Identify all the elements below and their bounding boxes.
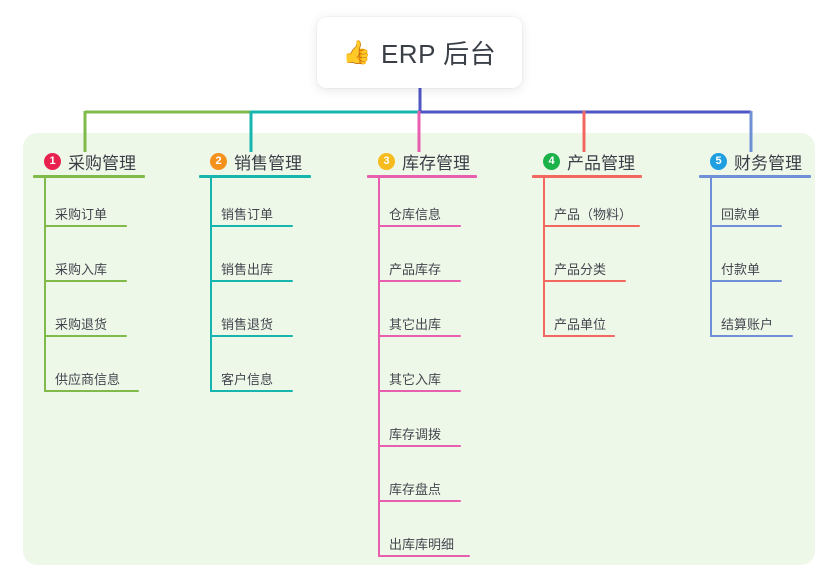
branch-column-1: 1 采购管理采购订单采购入库采购退货供应商信息 bbox=[33, 144, 145, 392]
leaf-underline bbox=[710, 335, 793, 337]
leaf-label: 产品（物料） bbox=[554, 207, 633, 222]
branch-badge-2: 2 bbox=[210, 152, 227, 170]
leaf-label: 客户信息 bbox=[221, 372, 274, 387]
branch-spine-4 bbox=[543, 178, 545, 337]
branch-spine-1 bbox=[44, 178, 46, 392]
leaf-underline bbox=[210, 280, 293, 282]
leaf-label: 库存盘点 bbox=[389, 482, 442, 497]
branch-header-3[interactable]: 3 库存管理 bbox=[367, 144, 477, 178]
branch-badge-5: 5 bbox=[710, 152, 727, 170]
root-node-label: 👍 ERP 后台 bbox=[343, 34, 496, 71]
leaf-label: 供应商信息 bbox=[55, 372, 121, 387]
leaf-label: 付款单 bbox=[721, 262, 761, 277]
leaf-label: 其它入库 bbox=[389, 372, 442, 387]
leaf-underline bbox=[543, 280, 626, 282]
branch-title-4: 产品管理 bbox=[567, 153, 635, 173]
branch-title-1: 采购管理 bbox=[68, 153, 136, 173]
leaf-underline bbox=[378, 390, 461, 392]
leaf-underline bbox=[378, 335, 461, 337]
branch-spine-2 bbox=[210, 178, 212, 392]
branch-column-4: 4 产品管理产品（物料） 产品分类产品单位 bbox=[532, 144, 642, 337]
leaf-underline bbox=[710, 280, 782, 282]
leaf-label: 产品单位 bbox=[554, 317, 607, 332]
branch-title-5: 财务管理 bbox=[734, 153, 802, 173]
leaf-underline bbox=[210, 225, 293, 227]
leaf-underline bbox=[44, 280, 127, 282]
branch-column-2: 2 销售管理销售订单销售出库销售退货客户信息 bbox=[199, 144, 311, 392]
branch-header-1[interactable]: 1 采购管理 bbox=[33, 144, 145, 178]
leaf-underline bbox=[378, 555, 470, 557]
leaf-underline bbox=[378, 445, 461, 447]
leaf-label: 结算账户 bbox=[721, 317, 774, 332]
leaf-underline bbox=[210, 390, 293, 392]
leaf-label: 库存调拨 bbox=[389, 427, 442, 442]
leaf-underline bbox=[378, 280, 461, 282]
branch-underline-4 bbox=[532, 175, 642, 178]
leaf-underline bbox=[543, 335, 615, 337]
leaf-underline bbox=[44, 335, 127, 337]
leaf-label: 其它出库 bbox=[389, 317, 442, 332]
root-title: ERP 后台 bbox=[380, 39, 497, 69]
leaf-underline bbox=[378, 225, 461, 227]
branch-column-5: 5 财务管理回款单付款单结算账户 bbox=[699, 144, 811, 337]
leaf-label: 采购退货 bbox=[55, 317, 108, 332]
leaf-label: 出库库明细 bbox=[389, 537, 455, 552]
diagram-panel bbox=[23, 133, 815, 565]
leaf-underline bbox=[543, 225, 640, 227]
branch-spine-5 bbox=[710, 178, 712, 337]
leaf-underline bbox=[44, 390, 139, 392]
root-node[interactable]: 👍 ERP 后台 bbox=[317, 17, 522, 88]
thumbs-up-icon: 👍 bbox=[342, 39, 372, 65]
leaf-label: 回款单 bbox=[721, 207, 761, 222]
leaf-underline bbox=[210, 335, 293, 337]
branch-underline-2 bbox=[199, 175, 311, 178]
branch-badge-1: 1 bbox=[44, 152, 61, 170]
branch-header-4[interactable]: 4 产品管理 bbox=[532, 144, 642, 178]
leaf-label: 销售退货 bbox=[221, 317, 274, 332]
branch-underline-1 bbox=[33, 175, 145, 178]
branch-header-2[interactable]: 2 销售管理 bbox=[199, 144, 311, 178]
branch-badge-4: 4 bbox=[543, 152, 560, 170]
leaf-underline bbox=[44, 225, 127, 227]
branch-underline-3 bbox=[367, 175, 477, 178]
leaf-label: 仓库信息 bbox=[389, 207, 442, 222]
leaf-label: 产品分类 bbox=[554, 262, 607, 277]
branch-title-3: 库存管理 bbox=[402, 153, 470, 173]
leaf-label: 销售出库 bbox=[221, 262, 274, 277]
leaf-label: 采购订单 bbox=[55, 207, 108, 222]
branch-spine-3 bbox=[378, 178, 380, 557]
leaf-label: 采购入库 bbox=[55, 262, 108, 277]
branch-column-3: 3 库存管理仓库信息产品库存其它出库其它入库库存调拨库存盘点出库库明细 bbox=[367, 144, 477, 557]
branch-title-2: 销售管理 bbox=[234, 153, 302, 173]
branch-badge-3: 3 bbox=[378, 152, 395, 170]
branch-underline-5 bbox=[699, 175, 811, 178]
branch-header-5[interactable]: 5 财务管理 bbox=[699, 144, 811, 178]
leaf-underline bbox=[710, 225, 782, 227]
leaf-underline bbox=[378, 500, 461, 502]
leaf-label: 产品库存 bbox=[389, 262, 442, 277]
leaf-label: 销售订单 bbox=[221, 207, 274, 222]
